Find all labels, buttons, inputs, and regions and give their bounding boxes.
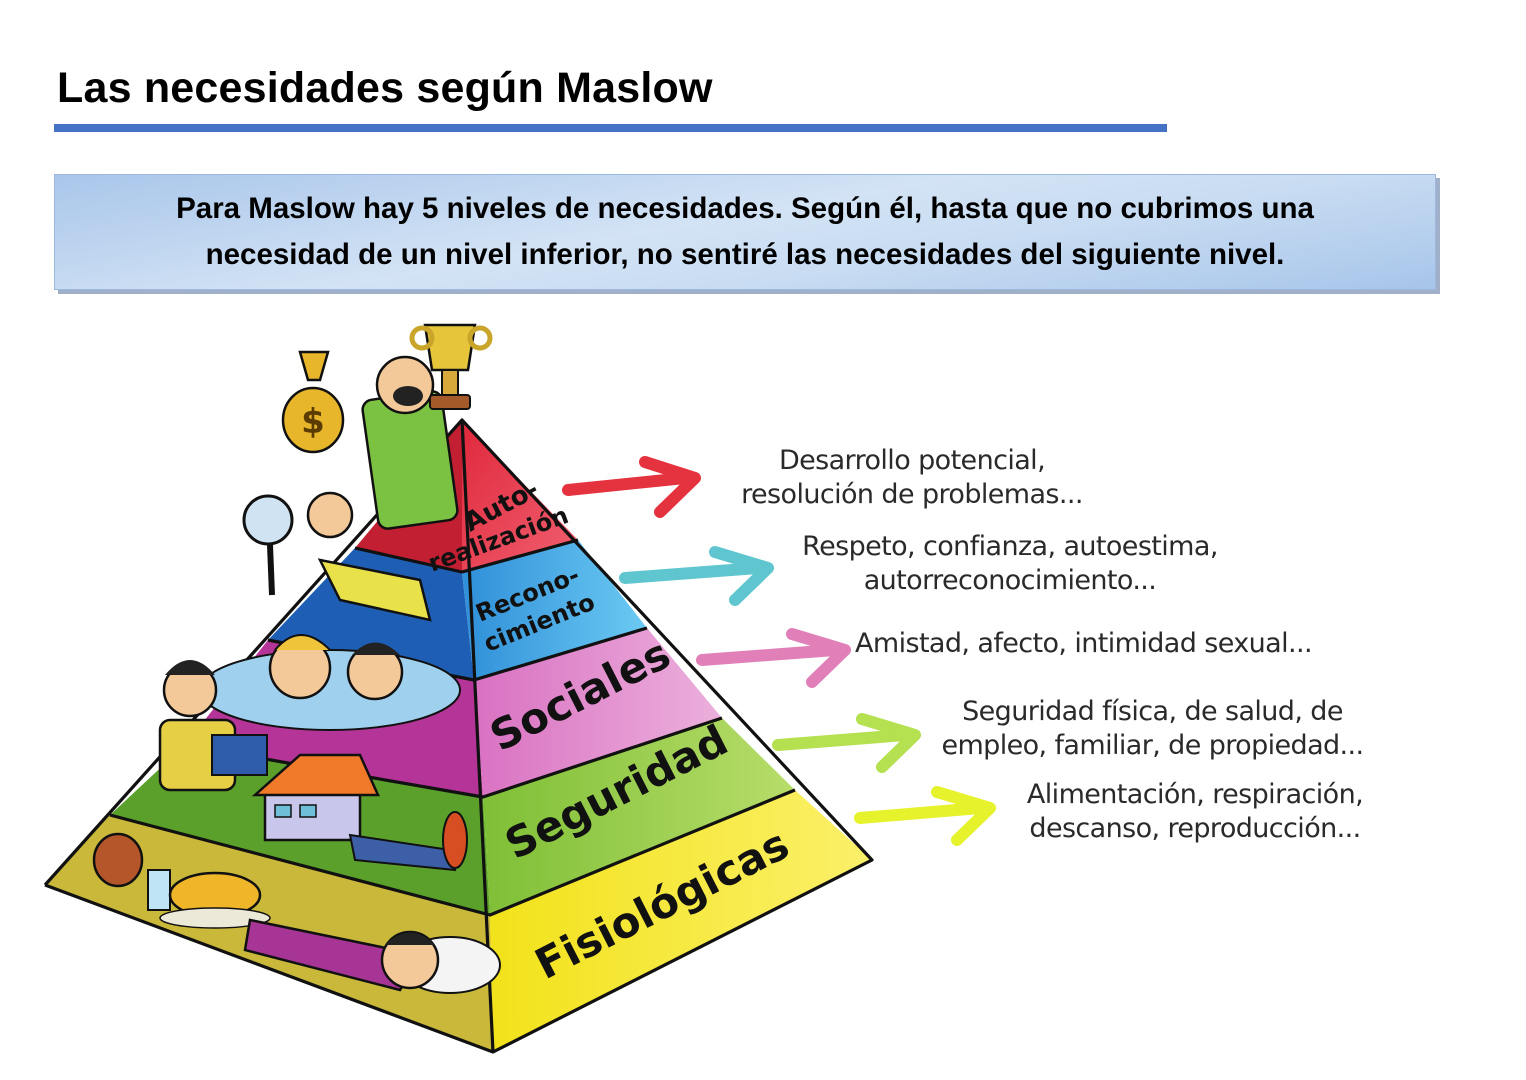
level-seguridad: [483, 718, 795, 915]
page-title: Las necesidades según Maslow: [57, 64, 713, 112]
level-reconocimiento: [462, 540, 647, 680]
money-bag-icon: [281, 386, 345, 454]
description-sociales: Amistad, afecto, intimidad sexual...: [855, 628, 1313, 659]
intro-callout-box: Para Maslow hay 5 niveles de necesidades…: [54, 174, 1436, 290]
callout-line-1: Para Maslow hay 5 niveles de necesidades…: [176, 192, 1314, 225]
pyramid-right-face: [462, 420, 872, 1052]
maslow-pyramid-illustration: $: [0, 300, 1526, 1080]
arrow-right-icon-reconocimiento: [619, 546, 774, 606]
trophy-icon: [409, 323, 493, 410]
level-autorrealizacion: [462, 420, 578, 572]
pyramid-graphic: $: [43, 323, 996, 1054]
level-arrows: [562, 456, 996, 846]
level-fisiologicas: [490, 790, 872, 1052]
arrow-right-icon-autorrealizacion: [562, 456, 701, 518]
cartoon-figures: $: [92, 323, 501, 994]
description-fisiologicas: Alimentación, respiración, descanso, rep…: [1026, 779, 1364, 844]
arrow-right-icon-sociales: [696, 628, 851, 688]
callout-text: Para Maslow hay 5 niveles de necesidades…: [176, 186, 1314, 278]
title-underline: [54, 124, 1167, 132]
level-sociales: [474, 628, 722, 797]
house-icon: [251, 753, 380, 842]
sleeping-person-icon: [243, 918, 501, 994]
callout-line-2: necesidad de un nivel inferior, no senti…: [205, 238, 1285, 271]
svg-text:$: $: [301, 402, 325, 442]
arrow-right-icon-fisiologicas: [854, 786, 996, 846]
food-icon: [92, 832, 271, 929]
description-seguridad: Seguridad física, de salud, de empleo, f…: [941, 696, 1364, 761]
description-autorrealizacion: Desarrollo potencial, resolución de prob…: [741, 445, 1083, 510]
arrow-right-icon-seguridad: [772, 713, 921, 773]
description-reconocimiento: Respeto, confianza, autoestima, autorrec…: [802, 531, 1218, 596]
magnifier-icon: [242, 494, 294, 546]
